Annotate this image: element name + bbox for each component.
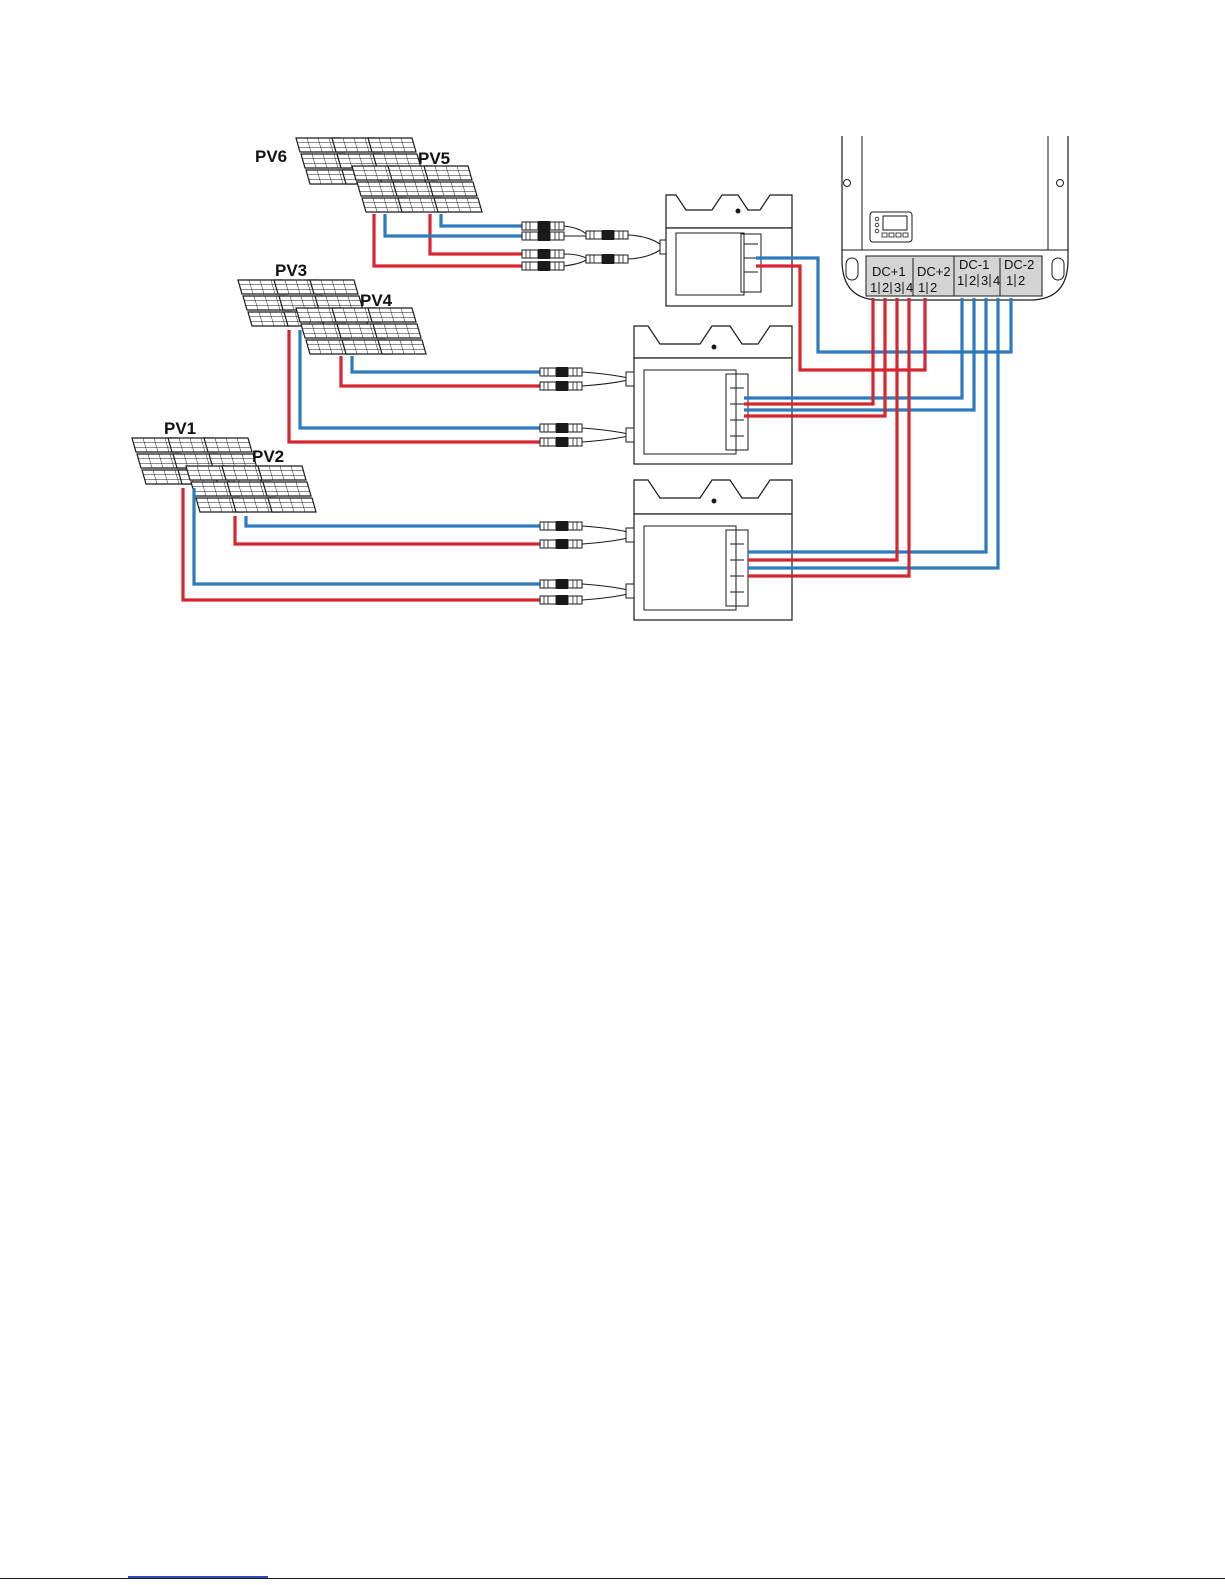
port-number: 1	[1006, 273, 1013, 288]
footer-link-underline[interactable]	[128, 1576, 268, 1578]
port-number: 3	[894, 280, 901, 295]
footer-rule	[0, 1578, 1225, 1579]
junction-box-bottom	[634, 480, 792, 620]
port-number: 1	[957, 273, 964, 288]
mounting-foot-left	[846, 258, 858, 280]
port-number: 4	[906, 280, 913, 295]
port-number: 1	[918, 280, 925, 295]
string-wires-pv5-pv6	[374, 214, 522, 266]
junction-box-middle	[634, 326, 792, 464]
pv-array-pv2	[186, 466, 316, 512]
inverter-display	[870, 212, 912, 242]
pv-label-pv5: PV5	[418, 149, 450, 168]
screw-icon	[712, 345, 717, 350]
pv-array-pv4	[296, 308, 426, 354]
junction-box-top	[666, 195, 792, 306]
pv-label-pv6: PV6	[255, 147, 287, 166]
port-number: 2	[969, 273, 976, 288]
connectors-top	[522, 221, 666, 271]
port-number: 2	[930, 280, 937, 295]
pv-label-pv4: PV4	[360, 291, 393, 310]
inverter: DC+1 DC+2 DC-1 DC-2 1 2 3 4 1 2 1 2 3 4 …	[842, 136, 1068, 300]
port-number: 2	[1018, 273, 1025, 288]
port-number: 1	[870, 280, 877, 295]
pv-label-pv2: PV2	[252, 447, 284, 466]
pv-array-pv5	[352, 166, 482, 212]
port-label-dc-plus-2: DC+2	[917, 264, 951, 279]
port-number: 4	[993, 273, 1000, 288]
port-number: 2	[882, 280, 889, 295]
port-label-dc-minus-1: DC-1	[959, 257, 989, 272]
pv-label-pv1: PV1	[164, 419, 196, 438]
connectors-middle	[540, 367, 634, 447]
port-number: 3	[981, 273, 988, 288]
pv-label-pv3: PV3	[275, 261, 307, 280]
port-label-dc-minus-2: DC-2	[1004, 257, 1034, 272]
screw-icon	[1057, 180, 1064, 187]
port-label-dc-plus-1: DC+1	[872, 264, 906, 279]
mounting-foot-right	[1052, 258, 1064, 280]
screw-icon	[736, 209, 741, 214]
connectors-bottom	[540, 521, 634, 605]
screw-icon	[712, 499, 717, 504]
screw-icon	[844, 180, 851, 187]
